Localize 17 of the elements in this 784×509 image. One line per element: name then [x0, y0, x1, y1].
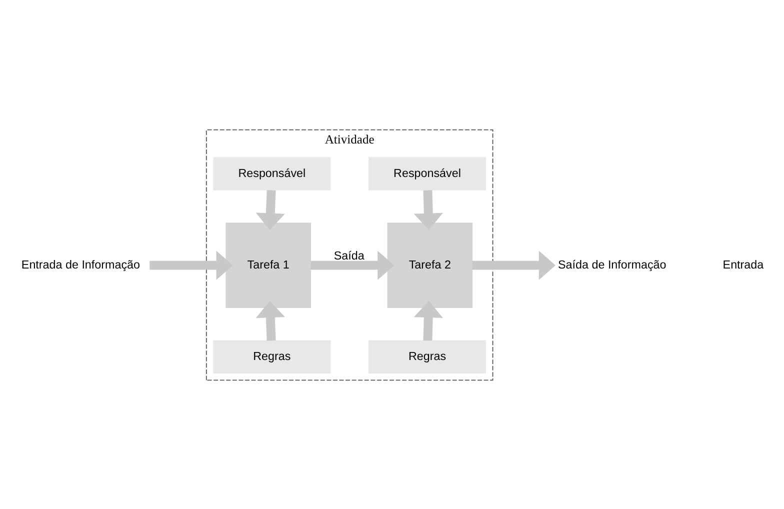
arrow: [310, 250, 394, 280]
node-box: Responsável: [213, 156, 331, 190]
node-box: Regras: [213, 340, 331, 373]
label: Entrada: [722, 258, 764, 271]
arrow: [472, 250, 556, 280]
arrow: [414, 300, 443, 340]
edge-label: Saída: [334, 248, 364, 262]
arrow: [256, 300, 285, 340]
node-box: Tarefa 2: [387, 222, 473, 308]
node-text: Saída de Informação: [558, 258, 666, 271]
node-box: Responsável: [368, 156, 486, 190]
arrow: [150, 250, 233, 280]
arrow: [414, 190, 443, 230]
arrow: [256, 190, 285, 230]
node-box: Tarefa 1: [226, 222, 311, 308]
node-text: Entrada de Informação: [21, 258, 140, 271]
node-box: Regras: [368, 340, 486, 373]
